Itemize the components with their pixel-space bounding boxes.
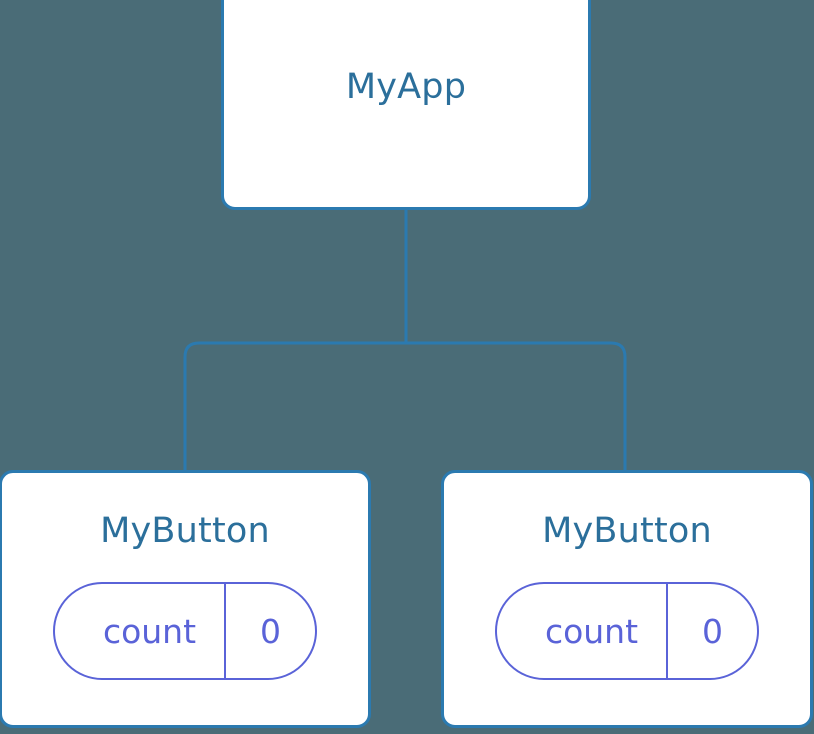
edge-to-right-child <box>406 341 627 472</box>
component-node-myapp[interactable]: MyApp <box>221 0 591 210</box>
component-node-mybutton-2[interactable]: MyButton count 0 <box>441 470 813 728</box>
edge-to-left-child <box>183 341 406 472</box>
component-node-title: MyButton <box>100 511 270 551</box>
component-node-mybutton-1[interactable]: MyButton count 0 <box>0 470 371 728</box>
state-value-label: 0 <box>224 584 315 678</box>
component-node-title: MyButton <box>542 511 712 551</box>
state-value-label: 0 <box>666 584 757 678</box>
component-node-title: MyApp <box>345 66 467 107</box>
state-badge[interactable]: count 0 <box>52 582 318 680</box>
state-key-label: count <box>102 611 197 651</box>
state-badge[interactable]: count 0 <box>494 582 760 680</box>
state-key-label: count <box>544 611 639 651</box>
